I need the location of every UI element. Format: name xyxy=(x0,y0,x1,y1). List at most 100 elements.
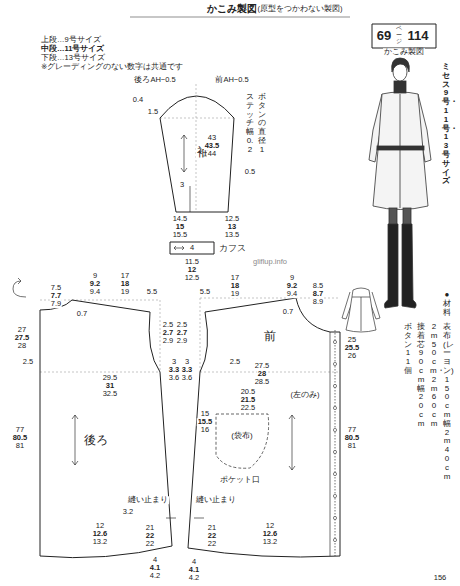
dimension-value: 4 xyxy=(152,556,158,564)
sleeve-slit xyxy=(190,186,191,212)
dimension-value: 7.9 xyxy=(50,300,62,308)
piece-name: (袋布) xyxy=(230,432,253,440)
outline-path xyxy=(40,300,172,558)
back-view-dress xyxy=(346,288,376,332)
note-text: 表布(レーヨン)150cm幅2m40cm xyxy=(443,322,451,482)
note-text: ボタン11個 xyxy=(404,322,412,377)
note-text: ボタンの直径1 xyxy=(258,92,266,156)
callout-label: gliflup.info xyxy=(252,258,288,266)
pattern-piece: 袖 xyxy=(156,84,238,216)
dimension-value: 8.5 xyxy=(312,282,324,290)
outline-path xyxy=(372,24,436,48)
dimension-value: 25.5 xyxy=(344,344,361,352)
dimension-value: 80.5 xyxy=(344,434,361,442)
dimension-value: 25 xyxy=(347,336,357,344)
guide-line xyxy=(160,118,234,119)
dimension-value: 17 xyxy=(230,274,240,282)
dimension-value: 81 xyxy=(347,442,357,450)
dimension-value: 12.6 xyxy=(92,530,109,538)
dimension-value: 15 xyxy=(175,223,185,231)
dimension-value: 18 xyxy=(230,282,240,290)
dimension-value: 13 xyxy=(227,223,237,231)
note-text: ミセス9号・11号・13号サイズ xyxy=(442,62,450,187)
note-text: ステッチ幅0.2 xyxy=(246,92,254,156)
dimension-value: 16 xyxy=(200,426,210,434)
piece-name: 後ろ xyxy=(83,434,109,446)
dimension-value: 26 xyxy=(347,352,357,360)
dimension-value: 43.5 xyxy=(204,142,221,150)
header-rule xyxy=(130,17,350,18)
note-text: 上段…9号サイズ xyxy=(40,36,102,44)
dimension-value: 22 xyxy=(145,540,155,548)
button-mark xyxy=(333,428,336,431)
dimension-value: 13.2 xyxy=(92,538,109,546)
dimension-value: 22.5 xyxy=(240,404,257,412)
button-mark xyxy=(333,406,336,409)
piece-name: カフス xyxy=(218,244,247,253)
dimension-value: 12.5 xyxy=(224,215,241,223)
dimension-value: 7.5 xyxy=(50,284,62,292)
figure-placket xyxy=(400,94,401,208)
dimension-value: 29.5 xyxy=(102,374,119,382)
dimension-value: 9.2 xyxy=(89,280,101,288)
fold-symbol xyxy=(13,278,26,297)
dimension-value: 18 xyxy=(120,280,130,288)
guide-line xyxy=(200,372,340,373)
callout-label: 2.5 xyxy=(22,358,34,366)
dimension-value: 9 xyxy=(92,272,98,280)
dimension-value: 3.3 xyxy=(168,366,180,374)
dimension-value: 13.2 xyxy=(262,538,279,546)
piece-outline xyxy=(36,296,176,562)
callout-label: 縫い止まり xyxy=(195,496,237,504)
back-view xyxy=(342,288,380,332)
dimension-value: 2.5 xyxy=(176,321,188,329)
callout-label: 5.5 xyxy=(199,288,211,296)
dimension-value: 12.5 xyxy=(184,274,201,282)
dimension-value: 27.5 xyxy=(14,334,31,342)
guide-lines xyxy=(40,84,340,372)
piece-name: ページ xyxy=(396,25,402,45)
figure-leg xyxy=(389,208,397,226)
grain-arrow xyxy=(181,135,187,172)
callout-label: 1.5 xyxy=(147,108,159,116)
outline-path xyxy=(160,96,234,212)
note-text: 接着芯90cm幅20cm xyxy=(417,322,425,430)
button-mark xyxy=(333,472,336,475)
piece-name: 69 xyxy=(376,29,392,42)
note-text: ※グレーディングのない数字は共通です xyxy=(40,63,184,71)
callout-label: 2.5 xyxy=(229,358,241,366)
callout-label: ポケット口 xyxy=(219,476,261,484)
button-mark xyxy=(333,516,336,519)
button-mark xyxy=(333,340,336,343)
note-text: 2m50cm・2m60cm xyxy=(430,322,438,430)
dimension-value: 9.4 xyxy=(286,290,298,298)
dimension-value: 4.2 xyxy=(149,572,161,580)
dimension-value: 22 xyxy=(207,532,217,540)
figure-belt xyxy=(377,146,424,150)
callout-label: 前AH−0.5 xyxy=(214,76,249,84)
outline-path xyxy=(188,298,340,557)
dimension-value: 27 xyxy=(17,326,27,334)
dimension-value: 2.5 xyxy=(162,321,174,329)
dimension-value: 21 xyxy=(145,524,155,532)
placket-line xyxy=(330,332,331,556)
dimension-value: 81 xyxy=(15,442,25,450)
dimension-value: 2.7 xyxy=(162,329,174,337)
dimension-value: 28.5 xyxy=(254,378,271,386)
dimension-value: 19 xyxy=(120,288,130,296)
dimension-value: 28 xyxy=(17,342,27,350)
dimension-value: 3 xyxy=(184,358,190,366)
dimension-value: 3.6 xyxy=(168,374,180,382)
dimension-value: 2.9 xyxy=(162,337,174,345)
button-mark xyxy=(333,362,336,365)
dimension-value: 44 xyxy=(207,150,217,158)
button-marks xyxy=(333,340,336,541)
button-mark xyxy=(333,494,336,497)
callout-label: かこみ製図 xyxy=(383,48,425,56)
back-view-yoke xyxy=(352,297,370,331)
dimension-value: 80.5 xyxy=(12,434,29,442)
figure-boot xyxy=(384,224,398,308)
dimension-value: 9.4 xyxy=(89,288,101,296)
dimension-value: 12 xyxy=(187,266,197,274)
dimension-value: 11.5 xyxy=(184,258,200,266)
